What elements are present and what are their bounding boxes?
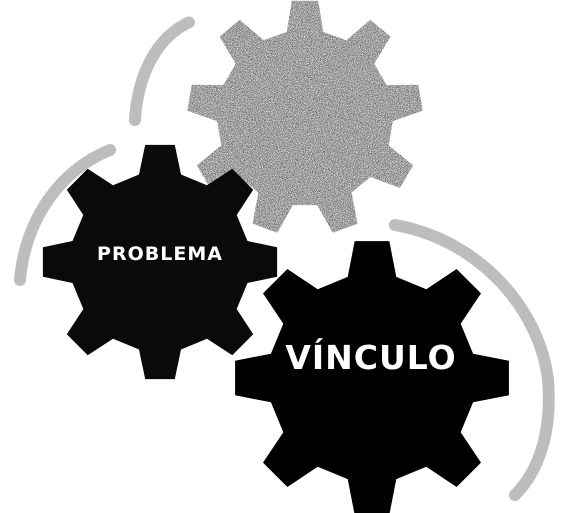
swirl-arc-top xyxy=(135,22,190,120)
gear-label-vinculo: VÍNCULO xyxy=(285,337,456,377)
gear-right xyxy=(235,241,509,513)
gear-label-problema: PROBLEMA xyxy=(97,243,223,265)
